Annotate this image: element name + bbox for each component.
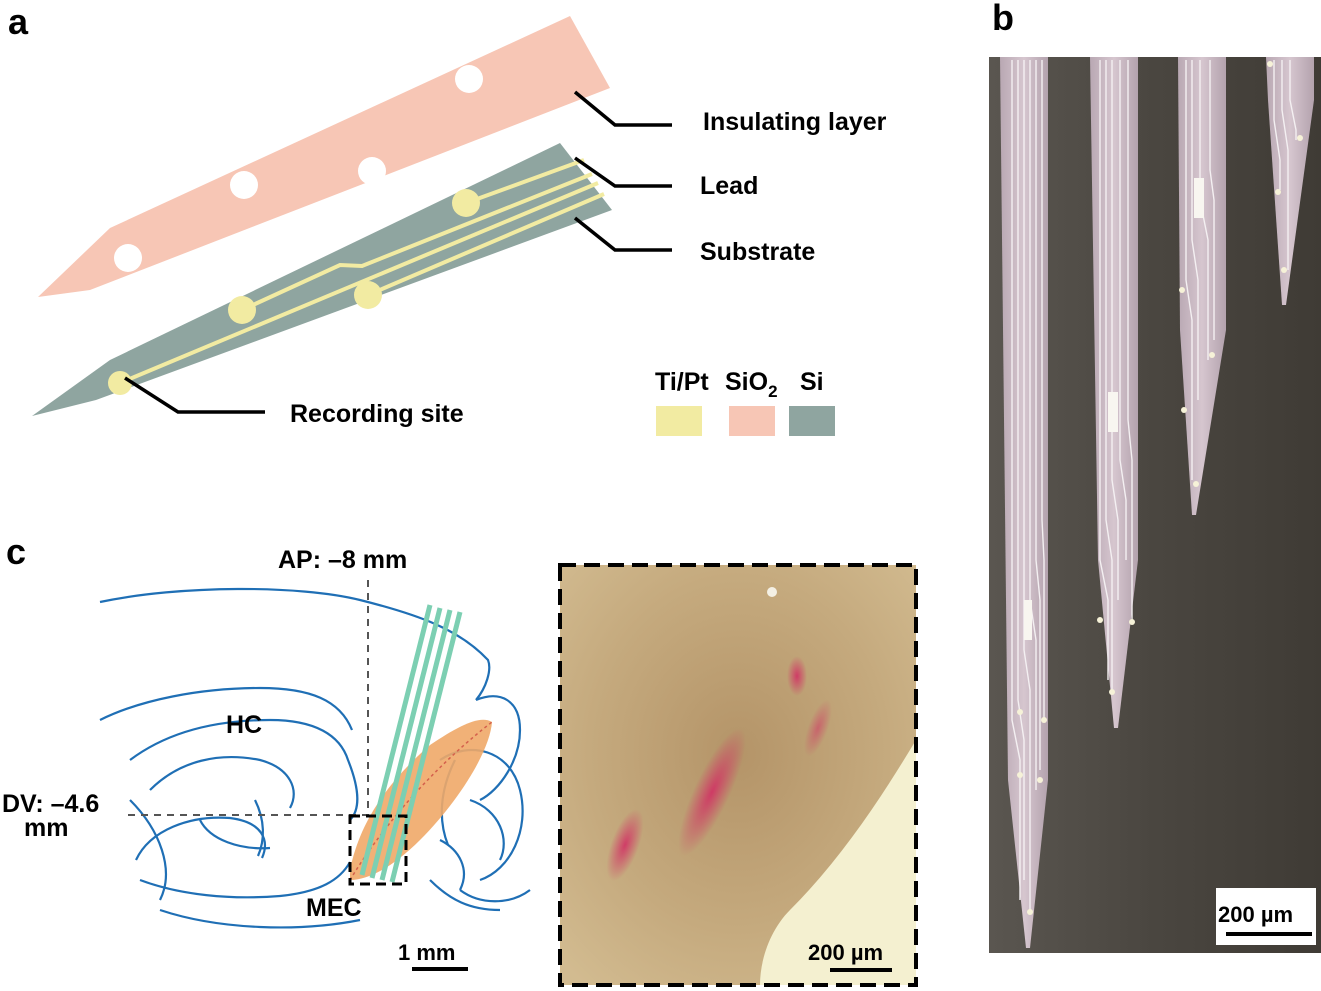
- shank-sites: [1179, 287, 1215, 487]
- recording-site-label: Recording site: [290, 400, 464, 428]
- shank-site: [1024, 600, 1032, 640]
- recording-leader: [124, 376, 265, 414]
- shank-site: [1108, 392, 1118, 432]
- mec-label: MEC: [306, 894, 362, 922]
- lead-leader: [573, 156, 672, 188]
- shank-traces: [1273, 60, 1297, 270]
- material-legend: Ti/Pt SiO2 Si: [655, 368, 835, 436]
- recording-site-pad: [108, 371, 132, 395]
- dv-coordinate-unit: mm: [24, 814, 68, 842]
- insulating-hole: [455, 65, 483, 93]
- substrate-label: Substrate: [700, 238, 815, 266]
- recording-site-pad: [452, 189, 480, 217]
- probe-track-stain: [787, 656, 807, 696]
- insulating-leader: [573, 90, 672, 127]
- insulating-layer-label: Insulating layer: [703, 108, 887, 136]
- probe-shank: [1178, 57, 1226, 515]
- substrate-leader: [573, 216, 672, 252]
- insulating-hole: [358, 157, 386, 185]
- shank-traces: [1185, 60, 1215, 480]
- shank-sites: [1267, 61, 1303, 273]
- legend-label-sio2: SiO2: [725, 368, 778, 401]
- shank-sites: [1017, 709, 1047, 915]
- panel-c-scale-label: 1 mm: [398, 940, 455, 965]
- shank-traces: [1099, 60, 1133, 690]
- shank-site: [1194, 178, 1204, 218]
- hc-label: HC: [226, 711, 262, 739]
- probe-track-stain: [606, 808, 644, 882]
- lead-label: Lead: [700, 172, 758, 200]
- implanted-probe: [359, 604, 463, 883]
- insulating-hole: [114, 244, 142, 272]
- panel-a-letter: a: [8, 1, 29, 42]
- inset-region-box: [348, 814, 408, 886]
- legend-swatch-si: [789, 406, 835, 436]
- panel-b-letter: b: [992, 0, 1014, 38]
- probe-shank: [1266, 57, 1314, 305]
- shank-sites: [1097, 617, 1135, 695]
- lead-traces: [119, 158, 605, 385]
- recording-site-pad: [228, 296, 256, 324]
- shank-traces: [1011, 60, 1045, 910]
- panel-c-letter: c: [6, 531, 26, 572]
- inset-scale-label: 200 µm: [808, 940, 883, 965]
- panel-b-scale-label: 200 µm: [1218, 902, 1293, 927]
- mec-region: [350, 719, 492, 880]
- dv-coordinate-label: DV: –4.6: [2, 790, 99, 818]
- probe-track-stain: [678, 728, 746, 856]
- legend-swatch-sio2: [729, 406, 775, 436]
- insulating-hole: [230, 171, 258, 199]
- brain-atlas-outline: [99, 587, 531, 929]
- legend-swatch-tipt: [656, 406, 702, 436]
- ap-coordinate-label: AP: –8 mm: [278, 546, 407, 574]
- probe-track-stain: [804, 699, 832, 757]
- legend-label-si: Si: [800, 368, 824, 396]
- histology-inset: [558, 563, 918, 987]
- recording-site-pad: [354, 281, 382, 309]
- legend-label-tipt: Ti/Pt: [655, 368, 709, 396]
